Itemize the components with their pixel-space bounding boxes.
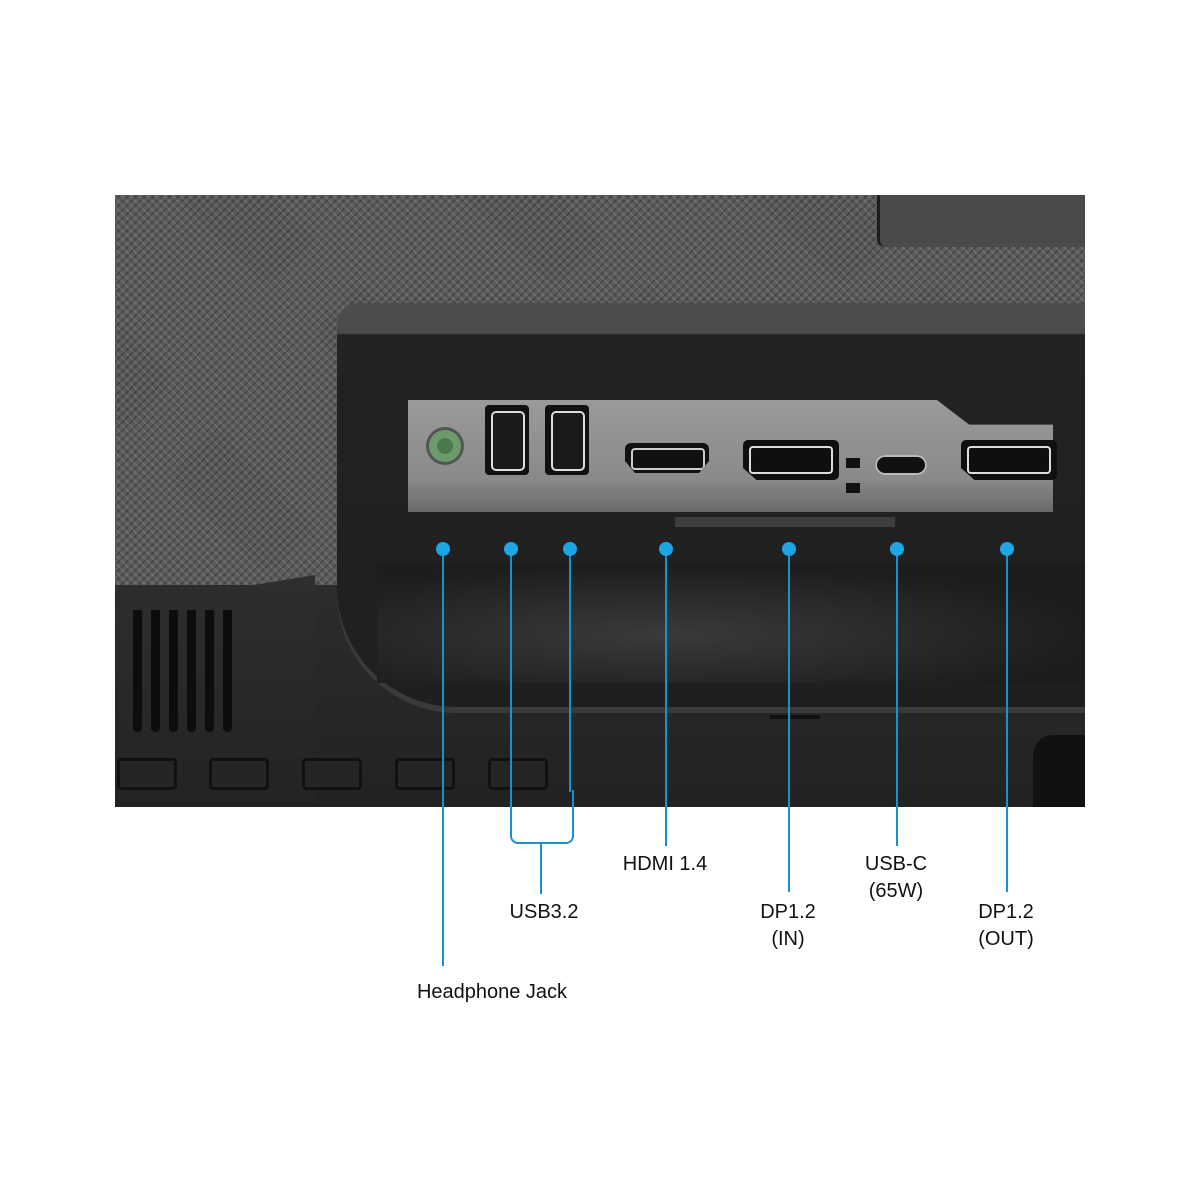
hdmi-port-icon[interactable] — [625, 443, 709, 473]
label-dp-in: DP1.2 (IN) — [760, 899, 816, 953]
usb-a-port-icon[interactable] — [545, 405, 589, 475]
vent-slot — [169, 610, 178, 732]
dp-latch-icon — [846, 458, 860, 468]
label-strip — [675, 517, 895, 527]
usb-bracket — [510, 790, 574, 844]
stand-knob — [1033, 735, 1085, 807]
callout-line-usb2 — [569, 548, 571, 792]
label-line: Headphone Jack — [416, 981, 568, 1003]
usb-a-port-icon[interactable] — [485, 405, 529, 475]
callout-line-hdmi — [665, 548, 667, 846]
callout-line-headphone — [442, 548, 444, 966]
label-line: USB3.2 — [509, 901, 579, 923]
displayport-out-icon[interactable] — [961, 440, 1057, 480]
monitor-photo — [115, 195, 1085, 807]
callout-dot-usb1 — [504, 542, 518, 556]
label-line: DP1.2 — [760, 901, 816, 923]
label-line: DP1.2 — [978, 901, 1034, 923]
recess-shadow — [377, 563, 1085, 683]
headphone-jack-icon[interactable] — [426, 427, 464, 465]
callout-dot-usbc — [890, 542, 904, 556]
label-line: (65W) — [868, 880, 924, 902]
callout-line-dp-out — [1006, 548, 1008, 892]
vent-slot — [187, 610, 196, 732]
callout-dot-headphone — [436, 542, 450, 556]
label-headphone-jack: Headphone Jack — [417, 979, 567, 1006]
displayport-in-icon[interactable] — [743, 440, 839, 480]
foot-pad — [117, 758, 177, 790]
label-line: (OUT) — [978, 928, 1034, 950]
callout-line-usb1 — [510, 548, 512, 792]
callout-line-usb — [540, 842, 542, 894]
label-line: (IN) — [771, 928, 805, 950]
bottom-slit — [770, 715, 820, 719]
label-usb: USB3.2 — [510, 899, 579, 926]
callout-dot-dp-in — [782, 542, 796, 556]
callout-line-dp-in — [788, 548, 790, 892]
dp-latch-icon — [846, 483, 860, 493]
vent-slot — [205, 610, 214, 732]
label-line: HDMI 1.4 — [622, 853, 708, 875]
vent-slot — [133, 610, 142, 732]
foot-pad — [302, 758, 362, 790]
callout-line-usbc — [896, 548, 898, 846]
callout-dot-hdmi — [659, 542, 673, 556]
label-hdmi: HDMI 1.4 — [623, 851, 707, 878]
foot-pad — [488, 758, 548, 790]
callout-dot-usb2 — [563, 542, 577, 556]
label-usbc: USB-C (65W) — [865, 851, 927, 905]
label-dp-out: DP1.2 (OUT) — [978, 899, 1034, 953]
stand-mount-block — [877, 195, 1085, 247]
foot-pad — [395, 758, 455, 790]
vent-slot — [151, 610, 160, 732]
vent-slot — [223, 610, 232, 732]
callout-dot-dp-out — [1000, 542, 1014, 556]
usb-c-port-icon[interactable] — [875, 455, 927, 475]
label-line: USB-C — [864, 853, 928, 875]
foot-pad — [209, 758, 269, 790]
